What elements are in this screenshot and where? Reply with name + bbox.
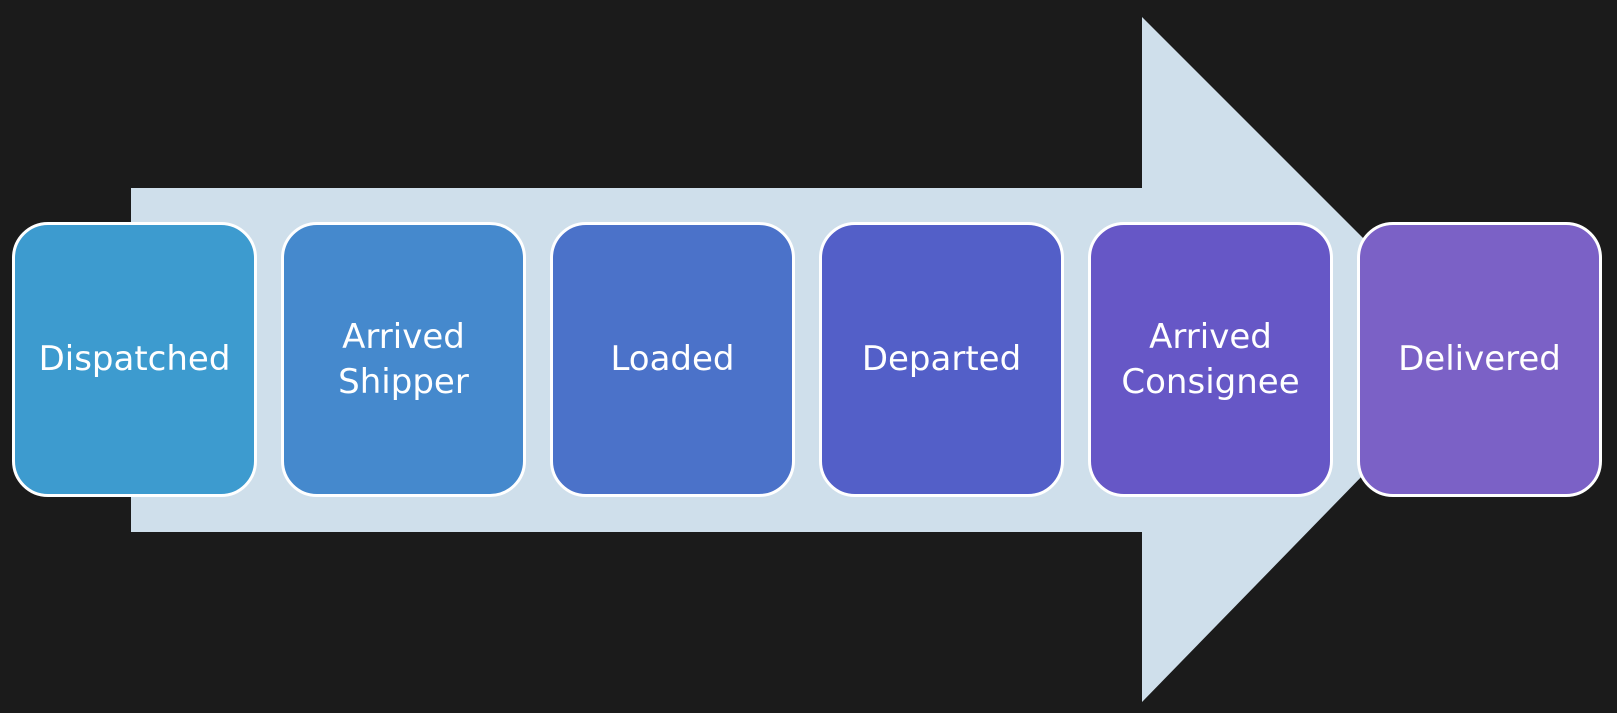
arrow-shape xyxy=(131,17,1480,702)
stage-arrived-consignee: Arrived Consignee xyxy=(1088,222,1333,497)
stage-loaded: Loaded xyxy=(550,222,795,497)
stage-departed: Departed xyxy=(819,222,1064,497)
stage-label: Departed xyxy=(861,339,1022,379)
stage-arrived-shipper: Arrived Shipper xyxy=(281,222,526,497)
stage-dispatched: Dispatched xyxy=(12,222,257,497)
stage-label: Dispatched xyxy=(38,339,231,379)
stage-label: Arrived Shipper xyxy=(338,316,469,402)
stage-delivered: Delivered xyxy=(1357,222,1602,497)
stage-label: Arrived Consignee xyxy=(1121,316,1300,402)
stage-label: Delivered xyxy=(1398,339,1561,379)
stage-label: Loaded xyxy=(610,339,735,379)
